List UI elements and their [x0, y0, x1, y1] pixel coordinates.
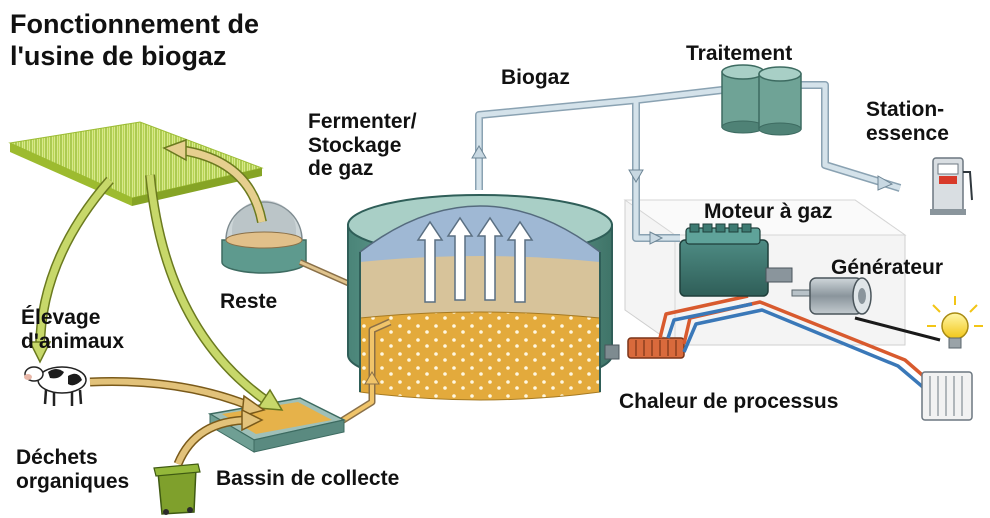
label-bassin: Bassin de collecte	[216, 467, 400, 490]
label-station-line-1: Station-	[866, 98, 945, 121]
label-elevage-line-2: d'animaux	[21, 329, 125, 353]
label-dechets: Déchets organiques	[16, 446, 129, 493]
label-dechets-line-2: organiques	[16, 469, 130, 493]
title-line-1: Fonctionnement de	[10, 9, 259, 39]
radiator-icon	[921, 371, 973, 421]
fuel-pump-icon	[930, 157, 973, 215]
title-line-2: l'usine de biogaz	[10, 41, 227, 72]
label-biogaz: Biogaz	[501, 66, 570, 89]
treatment-tanks	[721, 64, 802, 136]
label-dechets-line-1: Déchets	[16, 446, 98, 469]
label-elevage: Élevage d'animaux	[21, 306, 124, 353]
cow-icon	[24, 366, 87, 406]
label-station-line-2: essence	[866, 121, 949, 145]
light-bulb-icon	[927, 296, 983, 349]
fermenter-tank	[347, 194, 613, 401]
gas-flow-arrows	[471, 145, 894, 245]
label-generateur: Générateur	[831, 256, 944, 279]
label-fermenter-line-1: Fermenter/	[308, 110, 417, 133]
material-flow-arrows	[28, 138, 284, 466]
gas-rising-arrows	[416, 216, 534, 303]
gas-engine-icon	[679, 223, 793, 297]
label-chaleur: Chaleur de processus	[619, 390, 839, 413]
organic-bin-icon	[153, 463, 201, 515]
heat-pipes	[658, 294, 930, 390]
label-fermenter: Fermenter/ Stockage de gaz	[308, 110, 417, 181]
diagram-title: Fonctionnement de l'usine de biogaz	[10, 8, 259, 73]
label-fermenter-line-3: de gaz	[308, 157, 374, 181]
label-fermenter-line-2: Stockage	[308, 133, 402, 157]
label-station: Station- essence	[866, 98, 949, 145]
label-elevage-line-1: Élevage	[21, 306, 101, 329]
label-moteur: Moteur à gaz	[704, 200, 833, 223]
label-traitement: Traitement	[686, 42, 793, 65]
label-reste: Reste	[220, 290, 278, 313]
generator-icon	[809, 277, 872, 315]
heat-exchanger	[604, 337, 685, 360]
